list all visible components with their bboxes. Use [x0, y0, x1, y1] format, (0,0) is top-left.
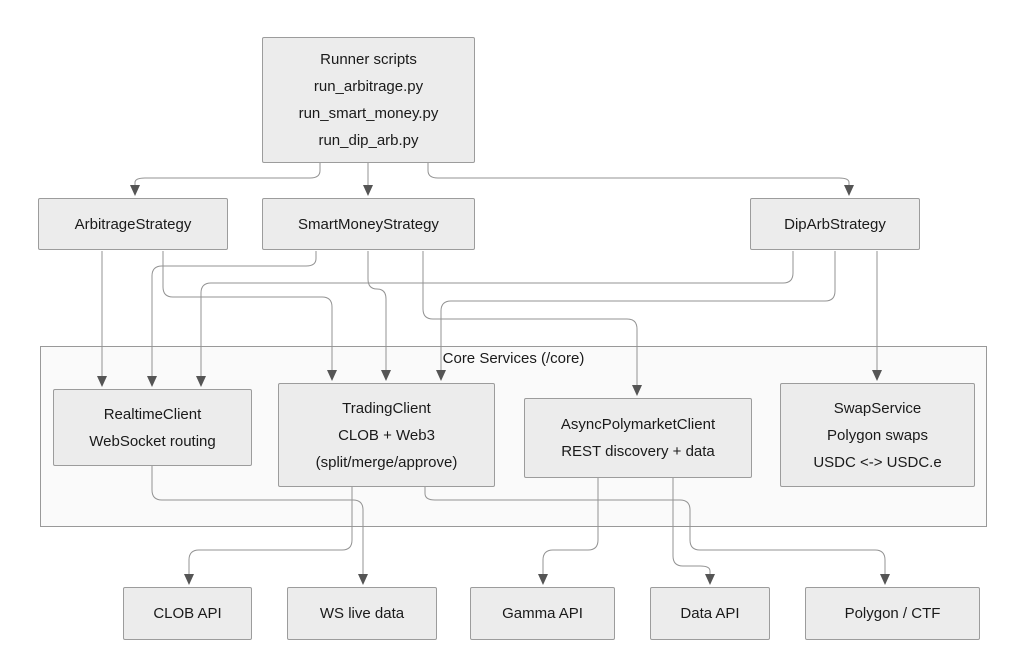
node-runner-scripts-line-0: Runner scripts — [320, 51, 417, 68]
node-ws-live-data-line-0: WS live data — [319, 605, 405, 622]
node-dip-arb-strategy: DipArbStrategy — [750, 198, 920, 250]
node-arbitrage-strategy: ArbitrageStrategy — [38, 198, 228, 250]
node-smart-money-strategy-line-0: SmartMoneyStrategy — [298, 215, 439, 233]
node-clob-api: CLOB API — [123, 587, 252, 640]
node-runner-scripts-line-2: run_smart_money.py — [298, 105, 439, 122]
node-ws-live-data: WS live data — [287, 587, 437, 640]
node-trading-client-line-1: CLOB + Web3 — [338, 426, 435, 444]
arrowhead-icon — [358, 574, 368, 585]
node-trading-client-line-0: TradingClient — [342, 399, 431, 417]
node-async-polymarket-client-line-1: REST discovery + data — [561, 443, 715, 460]
node-smart-money-strategy: SmartMoneyStrategy — [262, 198, 475, 250]
node-runner-scripts-line-1: run_arbitrage.py — [313, 78, 424, 95]
arrowhead-icon — [130, 185, 140, 196]
node-realtime-client-line-0: RealtimeClient — [103, 405, 202, 423]
node-polygon-ctf: Polygon / CTF — [805, 587, 980, 640]
node-dip-arb-strategy-line-0: DipArbStrategy — [784, 215, 886, 233]
node-data-api: Data API — [650, 587, 770, 640]
edge-runner-scripts-to-dip-arb-strategy — [427, 163, 854, 196]
node-swap-service-line-1: Polygon swaps — [827, 426, 928, 444]
edge-runner-scripts-to-arbitrage-strategy — [130, 163, 321, 196]
arrowhead-icon — [184, 574, 194, 585]
node-trading-client-line-2: (split/merge/approve) — [315, 453, 458, 471]
node-runner-scripts-line-3: run_dip_arb.py — [318, 132, 419, 149]
node-gamma-api: Gamma API — [470, 587, 615, 640]
arrowhead-icon — [844, 185, 854, 196]
arrowhead-icon — [538, 574, 548, 585]
node-gamma-api-line-0: Gamma API — [502, 605, 583, 622]
edge-runner-scripts-to-smart-money-strategy — [363, 163, 373, 196]
node-runner-scripts: Runner scripts run_arbitrage.py run_smart_… — [262, 37, 475, 163]
arrowhead-icon — [705, 574, 715, 585]
node-swap-service-line-0: SwapService — [833, 399, 922, 417]
node-clob-api-line-0: CLOB API — [153, 605, 222, 622]
node-async-polymarket-client-line-0: AsyncPolymarketClient — [560, 416, 716, 433]
node-arbitrage-strategy-line-0: ArbitrageStrategy — [74, 215, 192, 233]
node-polygon-ctf-line-0: Polygon / CTF — [844, 605, 941, 622]
core-services-label: Core Services (/core) — [442, 350, 585, 367]
arrowhead-icon — [880, 574, 890, 585]
node-swap-service-line-2: USDC <-> USDC.e — [813, 453, 942, 471]
node-data-api-line-0: Data API — [680, 605, 740, 622]
arrowhead-icon — [363, 185, 373, 196]
node-realtime-client-line-1: WebSocket routing — [89, 432, 216, 450]
